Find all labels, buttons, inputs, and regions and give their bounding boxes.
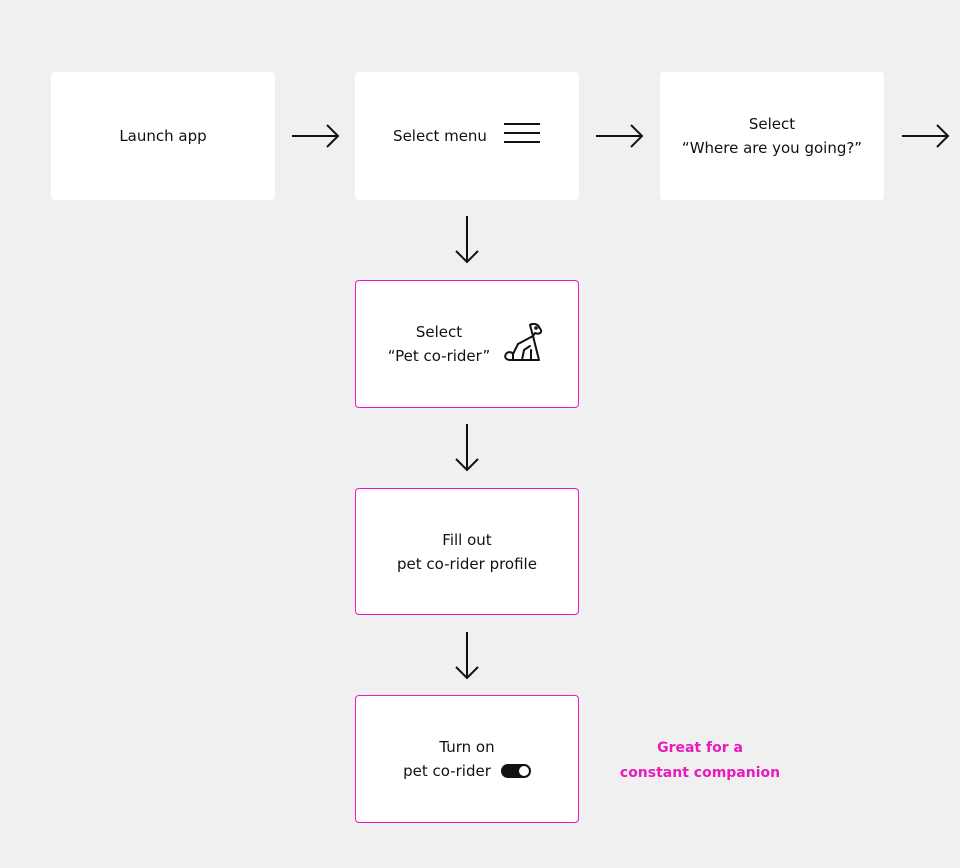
arrow-down-2 — [453, 422, 481, 474]
step-fill-line2: pet co-rider profile — [397, 554, 537, 573]
step-select-menu-label: Select menu — [393, 127, 487, 145]
step-where-line1: Select — [748, 115, 796, 133]
arrow-right-1 — [290, 122, 342, 150]
step-toggle-line1: Turn on — [439, 738, 495, 756]
arrow-right-2 — [594, 122, 646, 150]
hamburger-menu-icon — [503, 122, 541, 151]
step-where-are-you-going: Select “Where are you going?” — [660, 72, 884, 200]
step-select-menu: Select menu — [355, 72, 579, 200]
toggle-on-icon — [500, 764, 531, 778]
step-where-line2: “Where are you going?” — [681, 139, 863, 157]
step-select-pet-co-rider: Select “Pet co-rider” — [355, 280, 579, 408]
step-turn-on-pet-co-rider: Turn on pet co-rider — [355, 695, 579, 823]
arrow-down-3 — [453, 630, 481, 682]
step-fill-out-profile: Fill out pet co-rider profile — [355, 488, 579, 615]
step-launch-app-label: Launch app — [119, 127, 207, 145]
step-pet-line2: “Pet co-rider” — [387, 347, 491, 365]
arrow-down-1 — [453, 214, 481, 266]
dog-icon — [500, 318, 546, 371]
callout-line2: constant companion — [619, 765, 781, 781]
step-fill-line1: Fill out — [442, 530, 492, 549]
callout-line1: Great for a — [657, 740, 743, 756]
step-toggle-line2: pet co-rider — [403, 762, 491, 780]
arrow-right-3 — [900, 122, 952, 150]
step-launch-app: Launch app — [51, 72, 275, 200]
callout-note: Great for a constant companion — [600, 736, 800, 786]
step-pet-line1: Select — [415, 323, 463, 341]
